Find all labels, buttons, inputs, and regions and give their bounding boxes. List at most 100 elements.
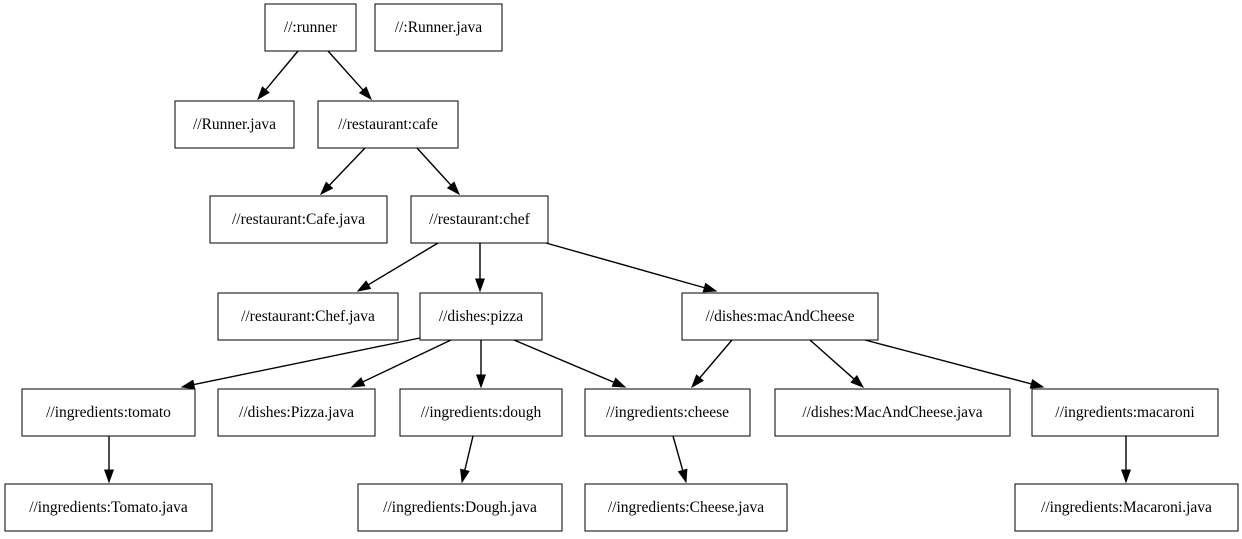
node-label: //dishes:pizza	[439, 308, 523, 325]
edge-arrowhead	[1029, 378, 1045, 389]
graph-node-ingredients-cheese-java[interactable]: //ingredients:Cheese.java	[584, 483, 788, 532]
edge-arrowhead	[474, 278, 486, 293]
edge-arrowhead	[460, 468, 470, 484]
graph-node-runner-java-root[interactable]: //:Runner.java	[374, 3, 503, 52]
node-box[interactable]	[357, 483, 563, 532]
edge-arrowhead	[475, 374, 487, 389]
edge-line	[545, 242, 705, 289]
edge-line	[193, 337, 421, 386]
edge-arrowhead	[702, 282, 718, 293]
edge-line	[464, 435, 474, 471]
node-label: //ingredients:macaroni	[1055, 404, 1195, 421]
node-box[interactable]	[217, 388, 376, 437]
node-box[interactable]	[410, 195, 549, 244]
node-label: //:runner	[284, 19, 338, 36]
graph-edge	[864, 339, 1045, 389]
graph-edge	[356, 242, 439, 292]
graph-node-runner-target[interactable]: //:runner	[264, 3, 357, 52]
graph-node-ingredients-tomato-java[interactable]: //ingredients:Tomato.java	[4, 483, 213, 532]
node-box[interactable]	[317, 100, 459, 149]
edge-line	[265, 50, 299, 91]
graph-node-ingredients-macaroni-java[interactable]: //ingredients:Macaroni.java	[1014, 483, 1239, 532]
edge-arrowhead	[691, 374, 704, 389]
graph-edge	[474, 243, 486, 293]
edge-arrowhead	[1120, 469, 1132, 484]
node-box[interactable]	[419, 292, 543, 341]
node-layer: //:runner //:Runner.java //Runner.java //re…	[4, 3, 1239, 532]
node-box[interactable]	[584, 388, 751, 437]
edge-line	[327, 50, 364, 91]
node-label: //ingredients:Cheese.java	[608, 499, 764, 516]
graph-edge	[319, 147, 366, 196]
node-label: //Runner.java	[193, 116, 276, 133]
graph-edge	[460, 435, 474, 484]
node-box[interactable]	[209, 195, 388, 244]
edge-line	[513, 339, 615, 383]
node-box[interactable]	[1014, 483, 1239, 532]
graph-node-ingredients-tomato[interactable]: //ingredients:tomato	[21, 388, 196, 437]
node-label: //:Runner.java	[395, 19, 483, 36]
edge-arrowhead	[677, 468, 688, 484]
edge-line	[672, 435, 684, 471]
graph-edge	[545, 242, 718, 293]
graph-node-ingredients-dough[interactable]: //ingredients:dough	[399, 388, 563, 437]
graph-edge	[513, 339, 627, 388]
node-box[interactable]	[217, 292, 399, 341]
node-box[interactable]	[584, 483, 788, 532]
graph-edge	[257, 50, 299, 101]
node-label: //ingredients:Tomato.java	[29, 499, 188, 516]
node-label: //ingredients:Dough.java	[383, 499, 537, 516]
node-label: //ingredients:Macaroni.java	[1041, 499, 1212, 516]
node-box[interactable]	[174, 100, 295, 149]
node-label: //ingredients:tomato	[46, 404, 171, 421]
edge-arrowhead	[446, 181, 460, 196]
node-label: //dishes:Pizza.java	[239, 404, 354, 421]
edge-arrowhead	[257, 86, 270, 101]
node-label: //restaurant:chef	[429, 211, 531, 228]
graph-edge	[809, 339, 865, 388]
edge-line	[367, 242, 439, 286]
graph-node-restaurant-cafe-java[interactable]: //restaurant:Cafe.java	[209, 195, 388, 244]
edge-line	[809, 339, 855, 380]
graph-node-dishes-pizza[interactable]: //dishes:pizza	[419, 292, 543, 341]
node-label: //restaurant:cafe	[338, 116, 438, 133]
graph-edge	[327, 50, 372, 101]
edge-arrowhead	[850, 374, 865, 388]
edge-line	[328, 147, 366, 186]
graph-edge	[672, 435, 688, 484]
node-box[interactable]	[4, 483, 213, 532]
graph-node-dishes-pizza-java[interactable]: //dishes:Pizza.java	[217, 388, 376, 437]
node-label: //ingredients:cheese	[606, 404, 729, 421]
graph-node-ingredients-cheese[interactable]: //ingredients:cheese	[584, 388, 751, 437]
node-box[interactable]	[399, 388, 563, 437]
edge-layer	[103, 50, 1132, 484]
graph-node-runner-java[interactable]: //Runner.java	[174, 100, 295, 149]
node-label: //ingredients:dough	[421, 404, 542, 421]
node-box[interactable]	[681, 292, 879, 341]
node-box[interactable]	[374, 3, 503, 52]
graph-edge	[350, 339, 452, 388]
node-box[interactable]	[1031, 388, 1219, 437]
node-label: //restaurant:Chef.java	[241, 308, 375, 325]
graph-node-dishes-mac-java[interactable]: //dishes:MacAndCheese.java	[774, 388, 1011, 437]
graph-edge	[103, 436, 115, 484]
graph-node-restaurant-chef-java[interactable]: //restaurant:Chef.java	[217, 292, 399, 341]
graph-edge	[475, 340, 487, 389]
edge-line	[699, 339, 733, 379]
edge-line	[416, 147, 452, 186]
graph-node-restaurant-chef[interactable]: //restaurant:chef	[410, 195, 549, 244]
edge-arrowhead	[350, 377, 366, 388]
node-box[interactable]	[264, 3, 357, 52]
node-box[interactable]	[21, 388, 196, 437]
graph-node-ingredients-macaroni[interactable]: //ingredients:macaroni	[1031, 388, 1219, 437]
graph-node-dishes-macandcheese[interactable]: //dishes:macAndCheese	[681, 292, 879, 341]
graph-node-restaurant-cafe[interactable]: //restaurant:cafe	[317, 100, 459, 149]
edge-arrowhead	[103, 469, 115, 484]
graph-edge	[691, 339, 733, 389]
node-label: //dishes:macAndCheese	[706, 308, 855, 325]
graph-node-ingredients-dough-java[interactable]: //ingredients:Dough.java	[357, 483, 563, 532]
node-box[interactable]	[774, 388, 1011, 437]
node-label: //dishes:MacAndCheese.java	[802, 404, 982, 421]
